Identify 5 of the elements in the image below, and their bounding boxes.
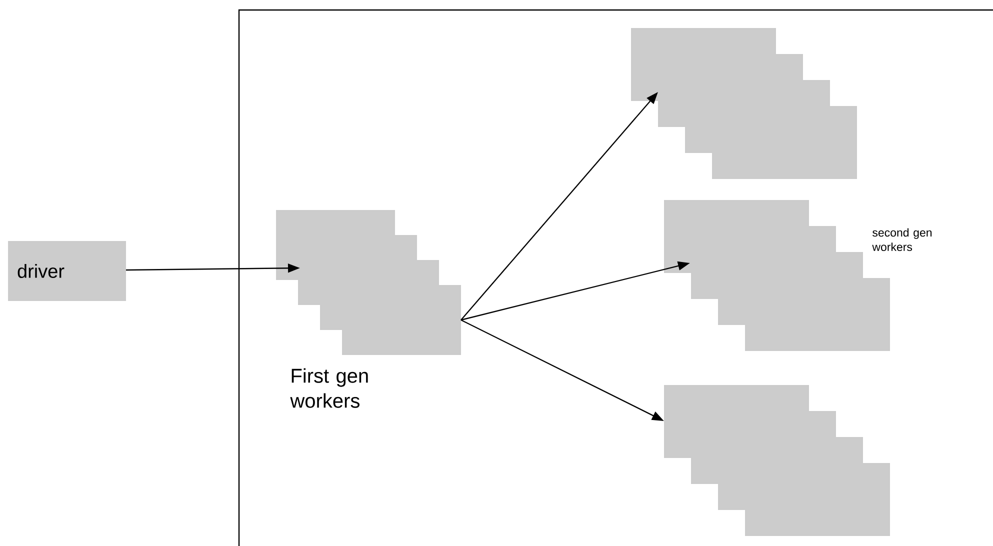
worker-stack [631, 28, 857, 179]
process-box: driver [8, 241, 126, 301]
worker-stack [664, 385, 890, 536]
stack-label: First gen workers [290, 368, 368, 408]
stack-label: second gen workers [872, 228, 932, 252]
